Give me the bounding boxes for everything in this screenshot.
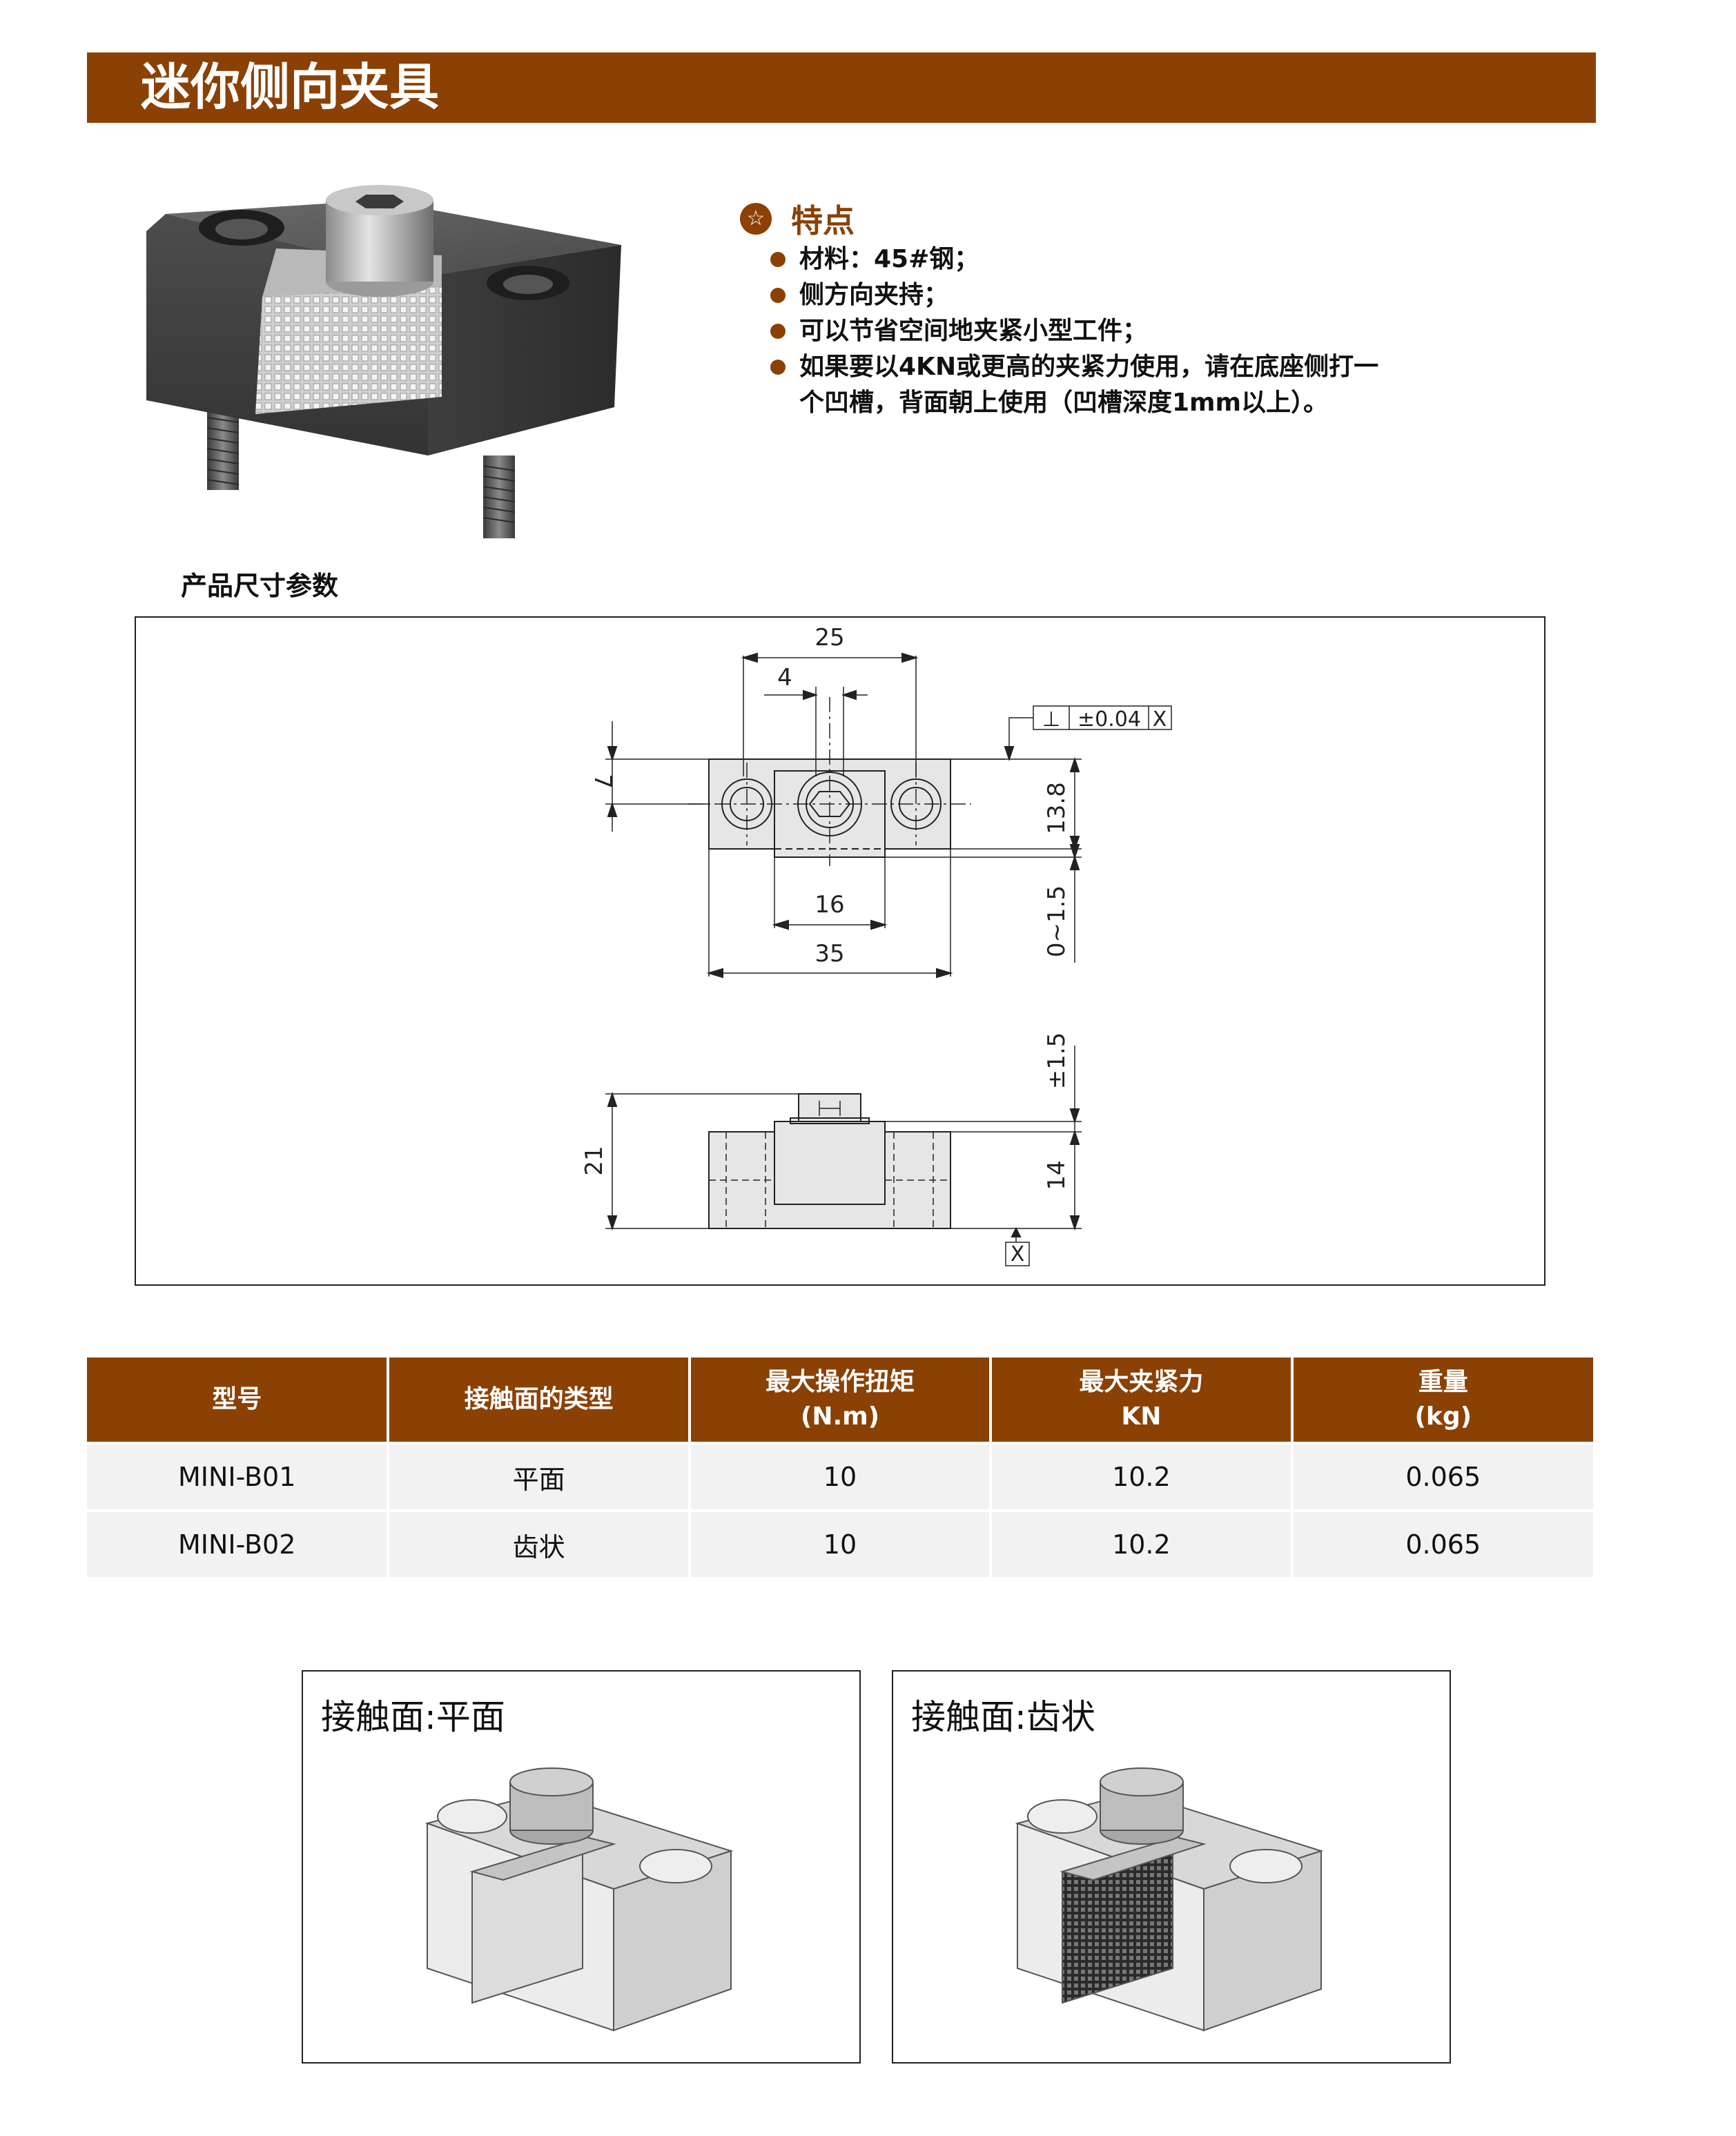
tolerance-value: ±0.04 xyxy=(1077,707,1141,732)
cell-max-torque: 10 xyxy=(689,1442,993,1511)
star-icon: ☆ xyxy=(740,203,772,235)
bullet-icon xyxy=(770,288,786,303)
contact-teeth-label: 接触面:齿状 xyxy=(911,1697,1095,1737)
dim-7: 7 xyxy=(589,774,616,789)
header-weight: 重量 (kg) xyxy=(1291,1358,1593,1443)
contact-flat-label: 接触面:平面 xyxy=(321,1697,505,1737)
cell-model: MINI-B01 xyxy=(87,1442,390,1511)
features-heading-label: 特点 xyxy=(791,202,855,239)
table-row: MINI-B02 齿状 10 10.2 0.065 xyxy=(87,1509,1593,1577)
contact-teeth-panel: 接触面:齿状 xyxy=(892,1670,1451,2064)
features-list: 材料：45#钢； 侧方向夹持； 可以节省空间地夹紧小型工件； 如果要以4KN或更… xyxy=(770,242,1392,421)
header-max-torque: 最大操作扭矩 (N.m) xyxy=(689,1358,993,1443)
feature-item: 如果要以4KN或更高的夹紧力使用，请在底座侧打一个凹槽，背面朝上使用（凹槽深度1… xyxy=(770,349,1392,421)
title-bar: 迷你侧向夹具 xyxy=(87,52,1596,123)
cell-weight: 0.065 xyxy=(1291,1442,1593,1511)
flat-jaw-image xyxy=(425,1767,734,2032)
cell-contact-type: 平面 xyxy=(388,1442,691,1511)
cell-max-clamp-force: 10.2 xyxy=(991,1509,1294,1577)
dim-21: 21 xyxy=(581,1146,608,1175)
knurled-jaw xyxy=(255,286,442,414)
header-max-clamp-force: 最大夹紧力 KN xyxy=(991,1358,1294,1443)
product-image xyxy=(146,185,621,538)
contact-flat-panel: 接触面:平面 xyxy=(302,1670,861,2064)
cell-max-clamp-force: 10.2 xyxy=(991,1442,1294,1511)
feature-item: 侧方向夹持； xyxy=(770,277,1392,313)
cell-contact-type: 齿状 xyxy=(388,1509,691,1577)
hex-socket-icon xyxy=(355,195,404,208)
hex-symbol-icon xyxy=(808,791,851,817)
dim-16: 16 xyxy=(815,891,844,919)
drawing-svg: 25 4 7 13.8 0~1.5 16 35 xyxy=(581,624,1172,1266)
dim-35: 35 xyxy=(815,940,844,968)
cell-weight: 0.065 xyxy=(1291,1509,1593,1577)
header-contact-type: 接触面的类型 xyxy=(388,1358,691,1443)
perpendicularity-symbol: ⊥ xyxy=(1042,707,1060,732)
spec-table: 型号 接触面的类型 最大操作扭矩 (N.m) 最大夹紧力 KN 重量 (kg) … xyxy=(87,1358,1593,1577)
datum-label: X xyxy=(1011,1242,1025,1266)
feature-item: 材料：45#钢； xyxy=(770,242,1392,277)
technical-drawing: 25 4 7 13.8 0~1.5 16 35 xyxy=(135,616,1545,1286)
bullet-icon xyxy=(770,252,786,267)
dim-14: 14 xyxy=(1043,1160,1071,1190)
dim-pm-1-5: ±1.5 xyxy=(1043,1032,1071,1090)
dim-25: 25 xyxy=(815,624,844,651)
bullet-icon xyxy=(770,360,786,375)
dim-4: 4 xyxy=(777,664,792,692)
table-row: MINI-B01 平面 10 10.2 0.065 xyxy=(87,1442,1593,1511)
teeth-jaw-image xyxy=(1015,1767,1324,2032)
cell-max-torque: 10 xyxy=(689,1509,993,1577)
page-title: 迷你侧向夹具 xyxy=(141,58,440,116)
features-heading: ☆ 特点 xyxy=(740,196,855,242)
cell-model: MINI-B02 xyxy=(87,1509,390,1577)
bullet-icon xyxy=(770,324,786,339)
dimensions-label: 产品尺寸参数 xyxy=(181,571,339,601)
dim-0-1-5: 0~1.5 xyxy=(1043,885,1071,957)
header-model: 型号 xyxy=(87,1358,390,1443)
table-header-row: 型号 接触面的类型 最大操作扭矩 (N.m) 最大夹紧力 KN 重量 (kg) xyxy=(87,1358,1593,1443)
tolerance-datum: X xyxy=(1153,707,1167,732)
dim-13-8: 13.8 xyxy=(1043,782,1071,834)
feature-item: 可以节省空间地夹紧小型工件； xyxy=(770,313,1392,349)
